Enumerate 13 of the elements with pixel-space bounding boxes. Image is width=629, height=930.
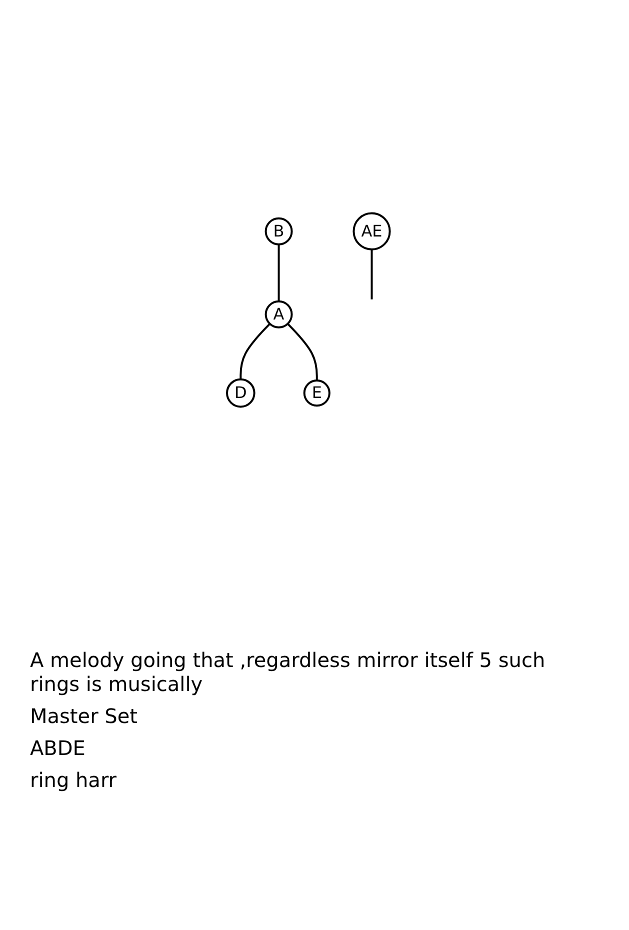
- node-circle: E: [303, 379, 331, 407]
- connector: [240, 323, 271, 380]
- node-circle: AE: [352, 212, 391, 250]
- node-circle: B: [264, 217, 293, 246]
- connector: [287, 323, 318, 380]
- connector: [278, 244, 280, 302]
- note-text: Master Set: [30, 704, 138, 728]
- node-circle: D: [226, 378, 256, 408]
- note-text: ABDE: [30, 736, 86, 760]
- node-circle: A: [264, 300, 293, 328]
- connector: [370, 249, 373, 300]
- note-text: ring harr: [30, 768, 118, 792]
- note-text: A melody going that ,regardless mirror itself 5 such rings is musically: [30, 648, 546, 696]
